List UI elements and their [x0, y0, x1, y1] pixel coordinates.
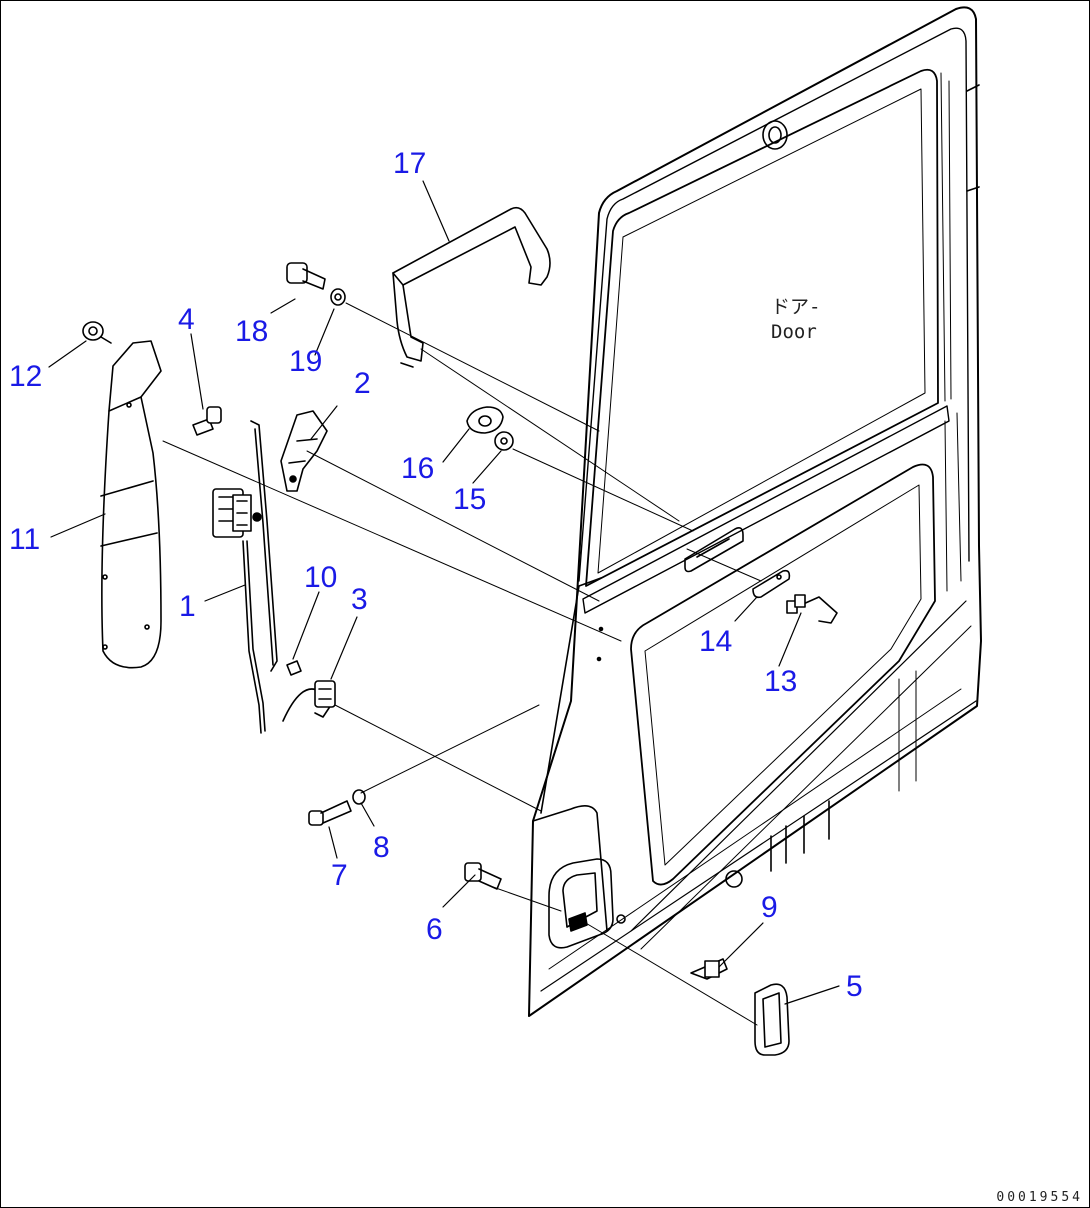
part-15-washer — [494, 431, 514, 451]
callout-1: 1 — [179, 590, 196, 623]
door-panel — [528, 6, 982, 1017]
part-13-handle-pin — [786, 594, 838, 624]
part-11-trim-panel — [100, 340, 162, 669]
callout-5: 5 — [846, 970, 863, 1003]
callout-6: 6 — [426, 913, 443, 946]
callout-14: 14 — [699, 625, 732, 658]
part-6-bolt — [464, 862, 502, 890]
callout-9: 9 — [761, 891, 778, 924]
part-5-outer-handle — [754, 983, 790, 1056]
door-label-en: Door — [771, 321, 817, 343]
callout-4: 4 — [178, 303, 195, 336]
part-1-lock-rod — [212, 420, 278, 734]
callout-8: 8 — [373, 831, 390, 864]
figure-id: 00019554 — [996, 1190, 1083, 1205]
part-18-bolt — [286, 262, 326, 290]
part-12-clip — [82, 321, 112, 344]
callout-10: 10 — [304, 561, 337, 594]
assembly-lines — [162, 302, 762, 1026]
callout-17: 17 — [393, 147, 426, 180]
part-2-striker — [280, 410, 328, 492]
callout-2: 2 — [354, 367, 371, 400]
callout-15: 15 — [453, 483, 486, 516]
part-3-rod-clip — [282, 680, 336, 722]
callout-3: 3 — [351, 583, 368, 616]
leader-lines — [48, 180, 840, 1005]
part-19-washer — [330, 288, 346, 306]
callout-12: 12 — [9, 360, 42, 393]
part-7-bolt — [308, 800, 352, 826]
callout-numbers: 17 18 19 4 12 2 16 15 11 1 10 3 14 13 8 … — [9, 147, 863, 1003]
callout-18: 18 — [235, 315, 268, 348]
part-14-bracket — [752, 569, 791, 599]
part-9-screw — [690, 958, 728, 980]
callout-7: 7 — [331, 859, 348, 892]
part-17-grab-handle — [392, 206, 551, 368]
callout-13: 13 — [764, 665, 797, 698]
part-8-washer — [352, 789, 366, 805]
callout-11: 11 — [9, 523, 40, 556]
callout-19: 19 — [289, 345, 322, 378]
part-10-clip — [286, 660, 302, 676]
part-4-bolt — [192, 406, 222, 436]
door-label: ドア- Door — [771, 296, 820, 343]
callout-16: 16 — [401, 452, 434, 485]
part-16-plate — [466, 406, 504, 434]
door-label-ja: ドア- — [771, 296, 820, 318]
